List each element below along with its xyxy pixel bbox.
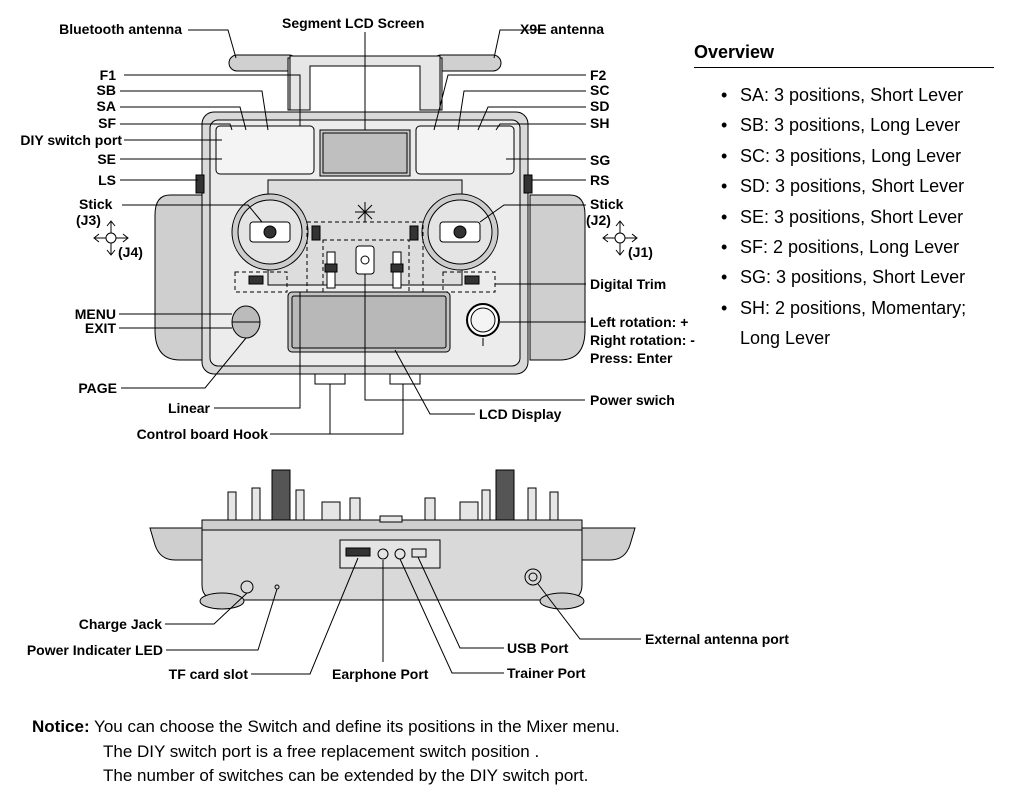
star-logo (355, 202, 375, 222)
label-x9e-antenna: X9E antenna (520, 21, 605, 37)
label-se: SE (97, 151, 116, 167)
overview-item-continuation: Long Lever (740, 328, 831, 349)
label-sf: SF (98, 115, 116, 131)
label-power-led: Power Indicater LED (26, 642, 163, 658)
label-charge-jack: Charge Jack (78, 616, 162, 632)
overview-item: SC: 3 positions, Long Lever (694, 141, 994, 172)
label-exit: EXIT (84, 320, 116, 336)
right-stick-arrows (602, 220, 638, 256)
label-j4: (J4) (118, 244, 143, 260)
overview-item: SD: 3 positions, Short Lever (694, 171, 994, 202)
notice-line-3: The number of switches can be extended b… (103, 766, 589, 785)
label-diy-port: DIY switch port (20, 132, 122, 148)
carry-handle (289, 55, 441, 111)
front-levers (227, 469, 559, 523)
overview-item: SA: 3 positions, Short Lever (694, 80, 994, 111)
overview-item: SE: 3 positions, Short Lever (694, 202, 994, 233)
front-right-wing (579, 527, 636, 561)
label-control-hook: Control board Hook (136, 426, 268, 442)
label-sd: SD (590, 98, 610, 114)
label-sa: SA (96, 98, 116, 114)
notice-block: Notice: You can choose the Switch and de… (32, 715, 620, 789)
label-lcd-display: LCD Display (479, 406, 562, 422)
label-rotation-minus: Right rotation: - (590, 332, 695, 348)
label-digital-trim: Digital Trim (590, 276, 667, 292)
power-button (355, 245, 375, 275)
label-press-enter: Press: Enter (590, 350, 673, 366)
left-switch-panel (215, 125, 315, 175)
overview-item: SG: 3 positions, Short Lever (694, 262, 994, 293)
label-usb: USB Port (507, 640, 569, 656)
label-sb: SB (96, 82, 116, 98)
label-trainer: Trainer Port (507, 665, 586, 681)
label-page: PAGE (78, 380, 117, 396)
label-sh: SH (590, 115, 610, 131)
label-rotation-plus: Left rotation: + (590, 314, 689, 330)
x9e-antenna (432, 54, 502, 72)
overview-panel: Overview SA: 3 positions, Short Lever SB… (694, 42, 994, 354)
notice-heading: Notice: (32, 717, 90, 736)
label-sg: SG (590, 152, 611, 168)
label-f2: F2 (590, 67, 607, 83)
overview-list: SA: 3 positions, Short Lever SB: 3 posit… (694, 80, 994, 354)
label-j2: (J2) (586, 212, 611, 228)
label-power-switch: Power swich (590, 392, 675, 408)
external-antenna-port (524, 568, 542, 586)
label-sc: SC (590, 82, 610, 98)
overview-title: Overview (694, 42, 994, 68)
label-bluetooth-antenna: Bluetooth antenna (59, 21, 182, 37)
label-ls: LS (98, 172, 116, 188)
label-j3: (J3) (76, 212, 101, 228)
label-linear: Linear (167, 400, 210, 416)
overview-item: SB: 3 positions, Long Lever (694, 110, 994, 141)
label-segment-lcd: Segment LCD Screen (282, 15, 425, 31)
label-f1: F1 (99, 67, 116, 83)
label-rs: RS (590, 172, 610, 188)
bluetooth-antenna (228, 54, 298, 72)
left-grip (154, 194, 206, 361)
notice-line-2: The DIY switch port is a free replacemen… (103, 741, 540, 761)
control-board-hook-right (389, 373, 421, 385)
front-left-wing (149, 527, 206, 561)
label-earphone: Earphone Port (332, 666, 429, 682)
overview-item: SF: 2 positions, Long Lever (694, 232, 994, 263)
label-stick-right: Stick (590, 196, 624, 212)
right-switch-panel (415, 125, 515, 175)
left-stick-arrows (93, 220, 129, 256)
notice-line-1: You can choose the Switch and define its… (94, 717, 620, 736)
label-ext-antenna: External antenna port (645, 631, 789, 647)
overview-item: SH: 2 positions, Momentary; (694, 293, 994, 324)
control-board-hook-left (314, 373, 346, 385)
label-j1: (J1) (628, 244, 653, 260)
label-menu: MENU (74, 306, 116, 322)
right-grip (529, 194, 586, 361)
label-stick-left: Stick (79, 196, 113, 212)
label-tf-slot: TF card slot (168, 666, 248, 682)
